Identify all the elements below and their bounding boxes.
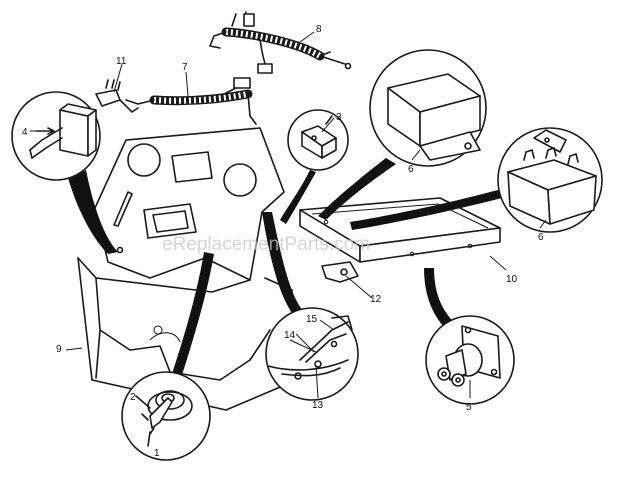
callout-15: 15 <box>306 314 318 325</box>
callout-4: 4 <box>22 127 28 138</box>
module-detail-upper <box>318 49 487 220</box>
callout-1: 1 <box>154 448 160 459</box>
callout-10: 10 <box>506 274 518 285</box>
connector-11 <box>95 79 139 113</box>
callout-7: 7 <box>182 62 188 73</box>
watermark-text: eReplacementParts.com <box>162 234 370 255</box>
callout-3: 3 <box>336 112 342 123</box>
control-panel <box>94 127 285 281</box>
relay-detail <box>280 109 349 224</box>
battery-detail <box>350 127 603 233</box>
wiring-harness-7 <box>125 77 257 125</box>
callout-9: 9 <box>56 344 62 355</box>
callout-13: 13 <box>312 400 324 411</box>
leader-lines <box>30 31 547 399</box>
callout-5: 5 <box>466 402 472 413</box>
callout-11: 11 <box>116 56 127 67</box>
key-switch-detail <box>121 252 214 461</box>
callout-8: 8 <box>316 24 322 35</box>
starter-solenoid-detail <box>424 268 515 405</box>
wiring-harness-8 <box>209 11 352 74</box>
callout-14: 14 <box>284 330 296 341</box>
callout-6-right: 6 <box>538 232 544 243</box>
wiring-detail <box>262 212 359 401</box>
toggle-switch-detail <box>11 91 118 254</box>
callout-6-upper: 6 <box>408 164 414 175</box>
callout-labels: 1 2 3 4 5 6 6 7 8 9 10 11 12 13 14 15 <box>22 24 544 459</box>
battery-clamp <box>321 261 359 283</box>
callout-12: 12 <box>370 294 382 305</box>
callout-2: 2 <box>130 392 136 403</box>
